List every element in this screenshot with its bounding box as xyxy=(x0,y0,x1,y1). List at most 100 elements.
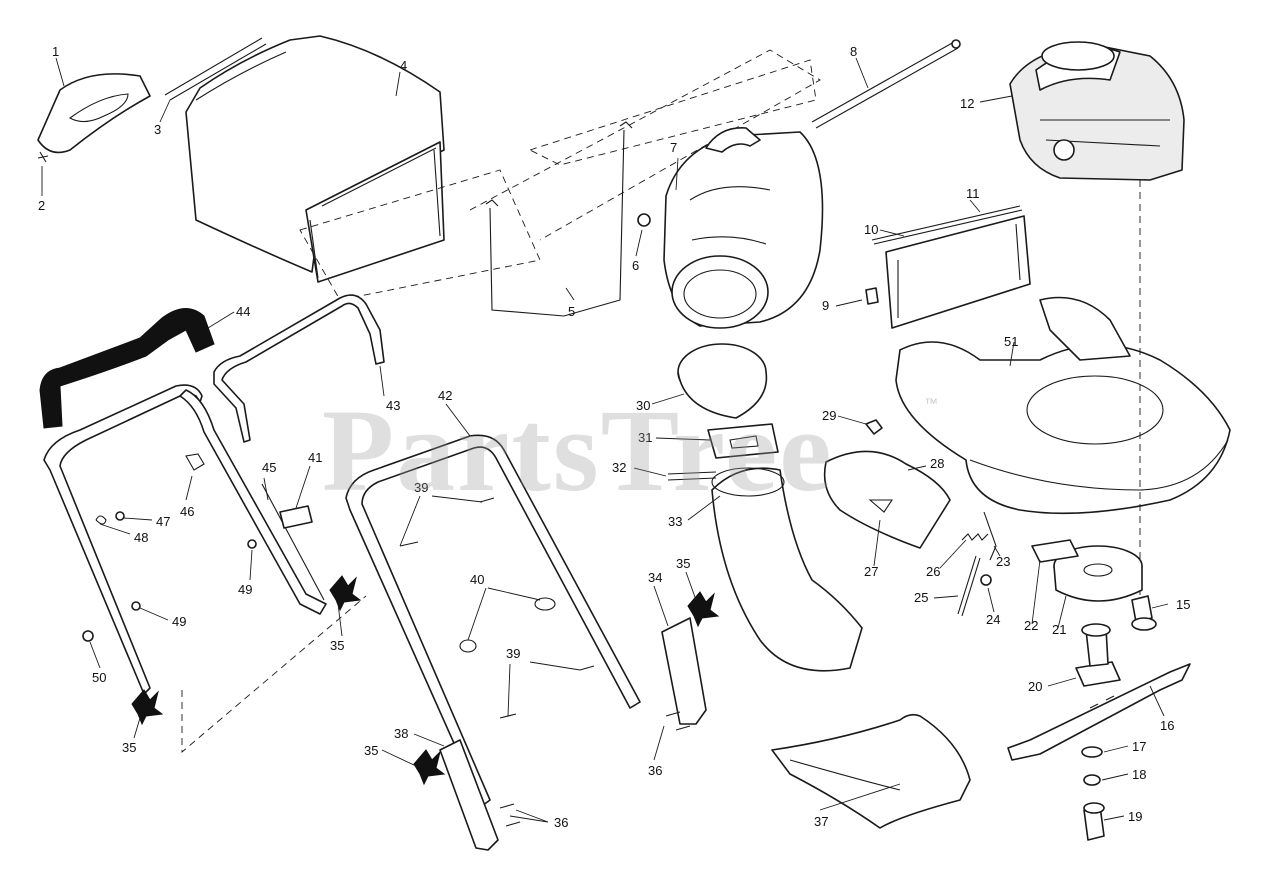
callout-25[interactable]: 25 xyxy=(914,590,928,605)
part-49-nut-mid[interactable] xyxy=(247,539,257,549)
callout-16[interactable]: 16 xyxy=(1160,718,1174,733)
callout-29[interactable]: 29 xyxy=(822,408,836,423)
callout-8[interactable]: 8 xyxy=(850,44,857,59)
callout-45[interactable]: 45 xyxy=(262,460,276,475)
callout-48[interactable]: 48 xyxy=(134,530,148,545)
callout-35-lower[interactable]: 35 xyxy=(364,743,378,758)
part-51-mower-deck[interactable] xyxy=(895,296,1231,515)
callout-40[interactable]: 40 xyxy=(470,572,484,587)
callout-20[interactable]: 20 xyxy=(1028,679,1042,694)
callout-30[interactable]: 30 xyxy=(636,398,650,413)
part-8-axle-rod[interactable] xyxy=(811,39,961,129)
callout-4[interactable]: 4 xyxy=(400,58,407,73)
callout-2[interactable]: 2 xyxy=(38,198,45,213)
callout-22[interactable]: 22 xyxy=(1024,618,1038,633)
callout-17[interactable]: 17 xyxy=(1132,739,1146,754)
callout-9[interactable]: 9 xyxy=(822,298,829,313)
part-25-bolt[interactable] xyxy=(957,555,981,617)
part-18-lockwasher[interactable] xyxy=(1083,774,1101,786)
part-22-washer[interactable] xyxy=(1031,539,1079,563)
part-3-rod[interactable] xyxy=(164,37,267,101)
callout-3[interactable]: 3 xyxy=(154,122,161,137)
callout-49-mid[interactable]: 49 xyxy=(238,582,252,597)
callout-28[interactable]: 28 xyxy=(930,456,944,471)
callout-32[interactable]: 32 xyxy=(612,460,626,475)
part-2-screw[interactable] xyxy=(37,151,49,163)
part-24-nut[interactable] xyxy=(980,574,992,586)
part-32-pin[interactable] xyxy=(667,471,717,481)
part-5-bag-frame[interactable] xyxy=(485,121,633,317)
callout-23[interactable]: 23 xyxy=(996,554,1010,569)
part-23-bracket[interactable] xyxy=(983,511,997,561)
part-16-blade[interactable] xyxy=(1007,663,1191,761)
callout-5[interactable]: 5 xyxy=(568,304,575,319)
callout-35-left[interactable]: 35 xyxy=(122,740,136,755)
part-46-cable-clip[interactable] xyxy=(185,453,205,471)
part-17-washer[interactable] xyxy=(1081,746,1103,758)
callout-51[interactable]: 51 xyxy=(1004,334,1018,349)
callout-41[interactable]: 41 xyxy=(308,450,322,465)
part-43-control-bail[interactable] xyxy=(213,294,385,443)
part-19-blade-bolt[interactable] xyxy=(1083,802,1105,841)
callout-39-upper[interactable]: 39 xyxy=(414,480,428,495)
callout-15[interactable]: 15 xyxy=(1176,597,1190,612)
callout-34[interactable]: 34 xyxy=(648,570,662,585)
part-42-lower-handle[interactable] xyxy=(345,434,641,807)
callout-21[interactable]: 21 xyxy=(1052,622,1066,637)
callout-39-lower[interactable]: 39 xyxy=(506,646,520,661)
part-50-knob[interactable] xyxy=(82,630,94,642)
part-39-bolt-lower[interactable] xyxy=(499,665,595,719)
callout-47[interactable]: 47 xyxy=(156,514,170,529)
part-47-bolt[interactable] xyxy=(115,511,125,521)
callout-27[interactable]: 27 xyxy=(864,564,878,579)
callout-49-left[interactable]: 49 xyxy=(172,614,186,629)
part-35-knob-right[interactable] xyxy=(687,591,720,628)
callout-11[interactable]: 11 xyxy=(966,186,980,201)
part-36-bolts-right[interactable] xyxy=(665,711,691,731)
part-6-nut[interactable] xyxy=(637,213,651,227)
part-34-bracket[interactable] xyxy=(661,617,707,725)
callout-43[interactable]: 43 xyxy=(386,398,400,413)
callout-1[interactable]: 1 xyxy=(52,44,59,59)
callout-44[interactable]: 44 xyxy=(236,304,250,319)
part-12-engine[interactable] xyxy=(1009,41,1185,181)
callout-31[interactable]: 31 xyxy=(638,430,652,445)
part-20-blade-hub[interactable] xyxy=(1075,623,1121,687)
part-7-rear-hood[interactable] xyxy=(663,127,824,329)
callout-38[interactable]: 38 xyxy=(394,726,408,741)
callout-10[interactable]: 10 xyxy=(864,222,878,237)
callout-26[interactable]: 26 xyxy=(926,564,940,579)
part-45-upper-handle-bar[interactable] xyxy=(261,483,325,601)
part-44-foam-grip[interactable] xyxy=(39,308,215,429)
callout-12[interactable]: 12 xyxy=(960,96,974,111)
part-29-knob[interactable] xyxy=(865,419,883,435)
part-48-clip[interactable] xyxy=(95,515,107,525)
part-9-bracket[interactable] xyxy=(865,287,879,305)
part-4-grass-bag[interactable] xyxy=(185,35,445,283)
part-49-nut-left[interactable] xyxy=(131,601,141,611)
part-41-plate[interactable] xyxy=(279,505,313,529)
callout-46[interactable]: 46 xyxy=(180,504,194,519)
callout-36-lower[interactable]: 36 xyxy=(554,815,568,830)
callout-7[interactable]: 7 xyxy=(670,140,677,155)
part-35-knob-left[interactable] xyxy=(131,689,164,726)
callout-33[interactable]: 33 xyxy=(668,514,682,529)
callout-36-right[interactable]: 36 xyxy=(648,763,662,778)
part-37-rear-skirt[interactable] xyxy=(771,713,971,829)
part-38-bracket[interactable] xyxy=(439,739,499,851)
part-39-bolt-upper[interactable] xyxy=(399,497,495,547)
part-15-bolt[interactable] xyxy=(1131,595,1157,631)
part-11-rear-flap[interactable] xyxy=(885,215,1031,329)
part-26-spring[interactable] xyxy=(961,533,989,541)
callout-37[interactable]: 37 xyxy=(814,814,828,829)
callout-35-upper[interactable]: 35 xyxy=(330,638,344,653)
callout-18[interactable]: 18 xyxy=(1132,767,1146,782)
callout-42[interactable]: 42 xyxy=(438,388,452,403)
part-33-discharge-chute[interactable] xyxy=(711,467,863,672)
callout-24[interactable]: 24 xyxy=(986,612,1000,627)
callout-6[interactable]: 6 xyxy=(632,258,639,273)
part-28-side-chute[interactable] xyxy=(823,450,951,549)
part-31-chute-plate[interactable] xyxy=(707,423,779,459)
part-40-cable-ties[interactable] xyxy=(459,597,556,653)
part-1-handle-grip[interactable] xyxy=(37,73,151,154)
